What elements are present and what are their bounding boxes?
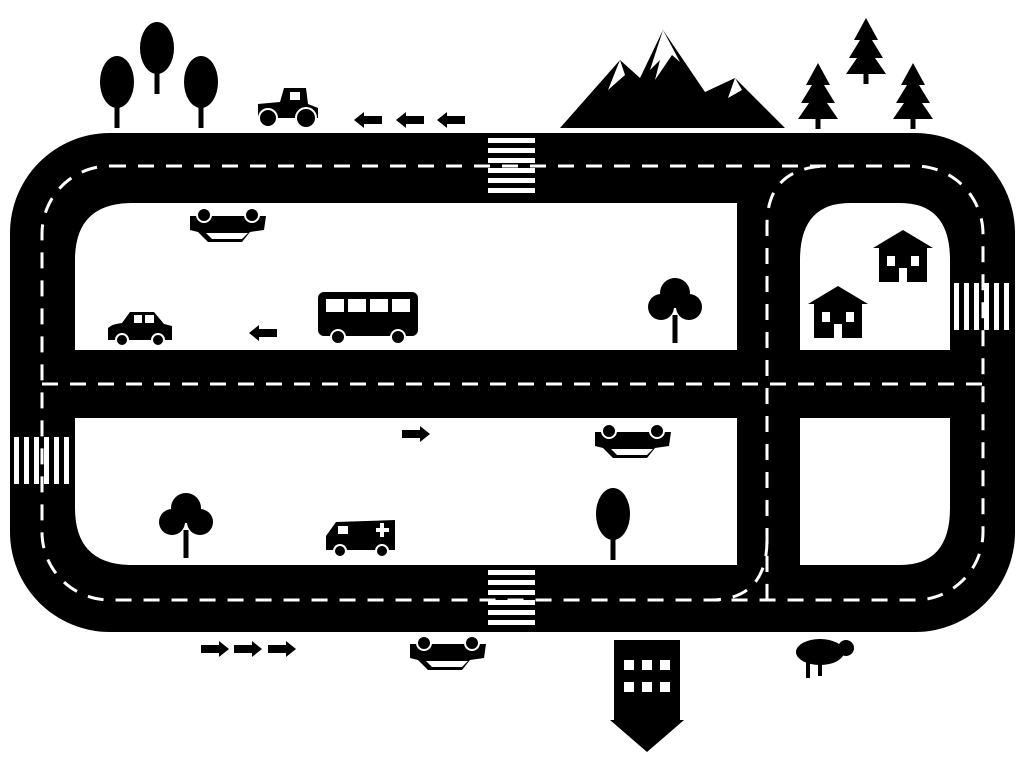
arrow-right-icon bbox=[234, 641, 262, 657]
crosswalks bbox=[14, 138, 1009, 625]
tractor-icon bbox=[258, 88, 318, 129]
deciduous-tree-icon bbox=[100, 56, 134, 128]
crosswalk-left bbox=[14, 437, 69, 484]
arrow-left-icon bbox=[354, 112, 382, 128]
upside-down-tree-icon bbox=[796, 639, 854, 678]
crosswalk-bottom bbox=[488, 570, 535, 625]
pine-tree-icon bbox=[798, 63, 838, 129]
arrow-left-icon bbox=[396, 112, 424, 128]
arrow-right-icon bbox=[268, 641, 296, 657]
building-icon bbox=[610, 640, 684, 752]
arrow-right-icon bbox=[201, 641, 229, 657]
deciduous-tree-icon bbox=[184, 56, 218, 128]
mountain-icon bbox=[560, 30, 785, 128]
ambulance-icon bbox=[326, 520, 395, 558]
pine-tree-icon bbox=[893, 63, 933, 129]
vertical-lane-marking bbox=[765, 164, 831, 601]
arrow-left-icon bbox=[437, 112, 465, 128]
bus-icon bbox=[318, 292, 418, 345]
upside-down-car-icon bbox=[409, 635, 487, 671]
road-network bbox=[10, 133, 1015, 632]
pine-tree-icon bbox=[846, 18, 886, 84]
crosswalk-right bbox=[954, 283, 1009, 330]
deciduous-tree-icon bbox=[140, 22, 174, 94]
crosswalk-top bbox=[488, 138, 535, 193]
